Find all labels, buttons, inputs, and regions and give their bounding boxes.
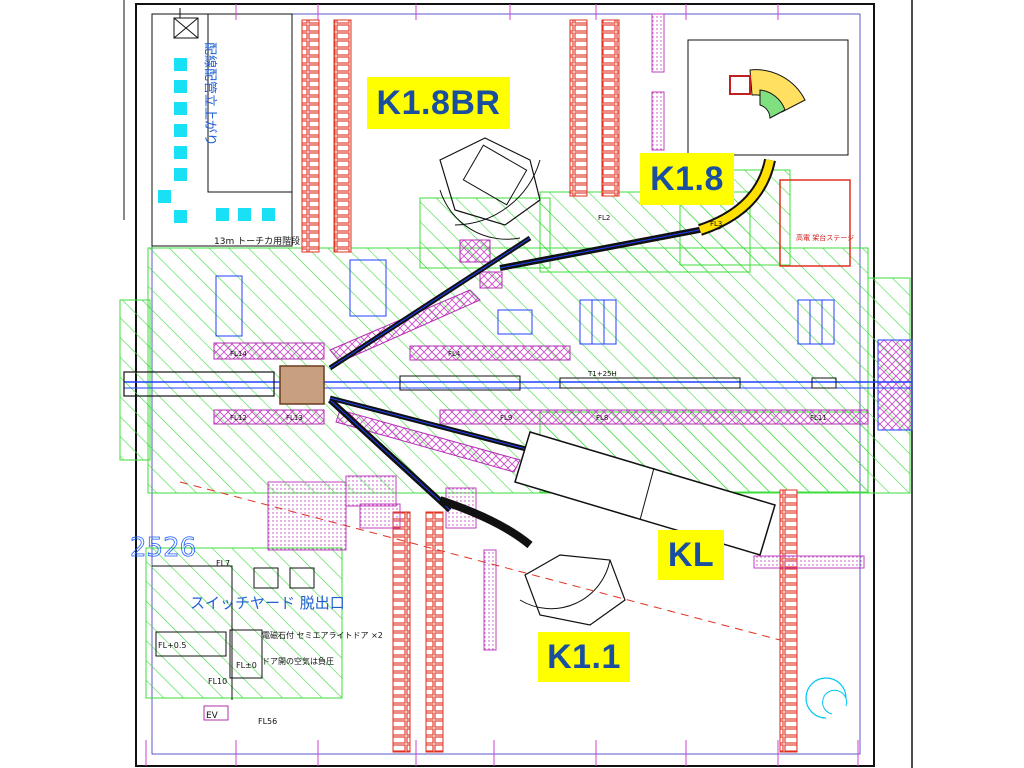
fl12-label: FL12 — [230, 414, 247, 422]
primary-beamline — [123, 365, 912, 405]
floor-zones — [119, 169, 911, 699]
stair-note: 13m トーチカ用階段 — [214, 235, 300, 247]
equipment — [215, 259, 835, 345]
beam-height-label: T1+25H — [587, 370, 617, 378]
elevator-label: EV — [206, 711, 219, 721]
fl-pm0-label: FL±0 — [236, 661, 257, 670]
k18-label: K1.8 — [640, 153, 734, 205]
fl-plus05-label: FL+0.5 — [158, 641, 186, 650]
door-pressure-note: ドア開の空気は負圧 — [262, 656, 334, 666]
fl2-label: FL2 — [598, 214, 610, 222]
escape-route-label: スイッチヤード 脱出口 — [190, 594, 345, 612]
kl-label: KL — [658, 530, 724, 580]
fl10-label: FL10 — [208, 677, 227, 686]
fl4-label: FL4 — [448, 350, 461, 358]
building-number: 2526 — [130, 533, 196, 563]
fl56-label: FL56 — [258, 717, 277, 726]
shield-walls — [213, 289, 913, 473]
grid-ticks — [145, 4, 859, 766]
spiral-stair — [805, 677, 848, 719]
stage-note: 高電 架台ステージ — [796, 233, 854, 242]
k18-beamline — [499, 39, 851, 271]
riser-room — [151, 8, 293, 247]
fl9-label: FL9 — [500, 414, 512, 422]
kl-beamline — [329, 395, 776, 556]
fl13-label: FL13 — [286, 414, 303, 422]
wiring-riser-note: 配線配管立上がり — [202, 42, 218, 146]
fl8-label: FL8 — [596, 414, 608, 422]
fl7-label: FL7 — [216, 559, 230, 568]
k18br-beamline — [328, 137, 541, 371]
fl3-label: FL3 — [710, 220, 722, 228]
concrete-blocks — [267, 239, 865, 569]
shield-columns — [301, 13, 798, 753]
k11-beamline — [179, 397, 781, 641]
k11-label: K1.1 — [538, 632, 630, 682]
fl11-label: FL11 — [810, 414, 827, 422]
magnet-door-note: 電磁石付 セミエアライトドア ×2 — [262, 630, 383, 640]
escape-room — [152, 565, 315, 721]
k18br-label: K1.8BR — [367, 77, 510, 129]
fl14-label: FL14 — [230, 350, 247, 358]
